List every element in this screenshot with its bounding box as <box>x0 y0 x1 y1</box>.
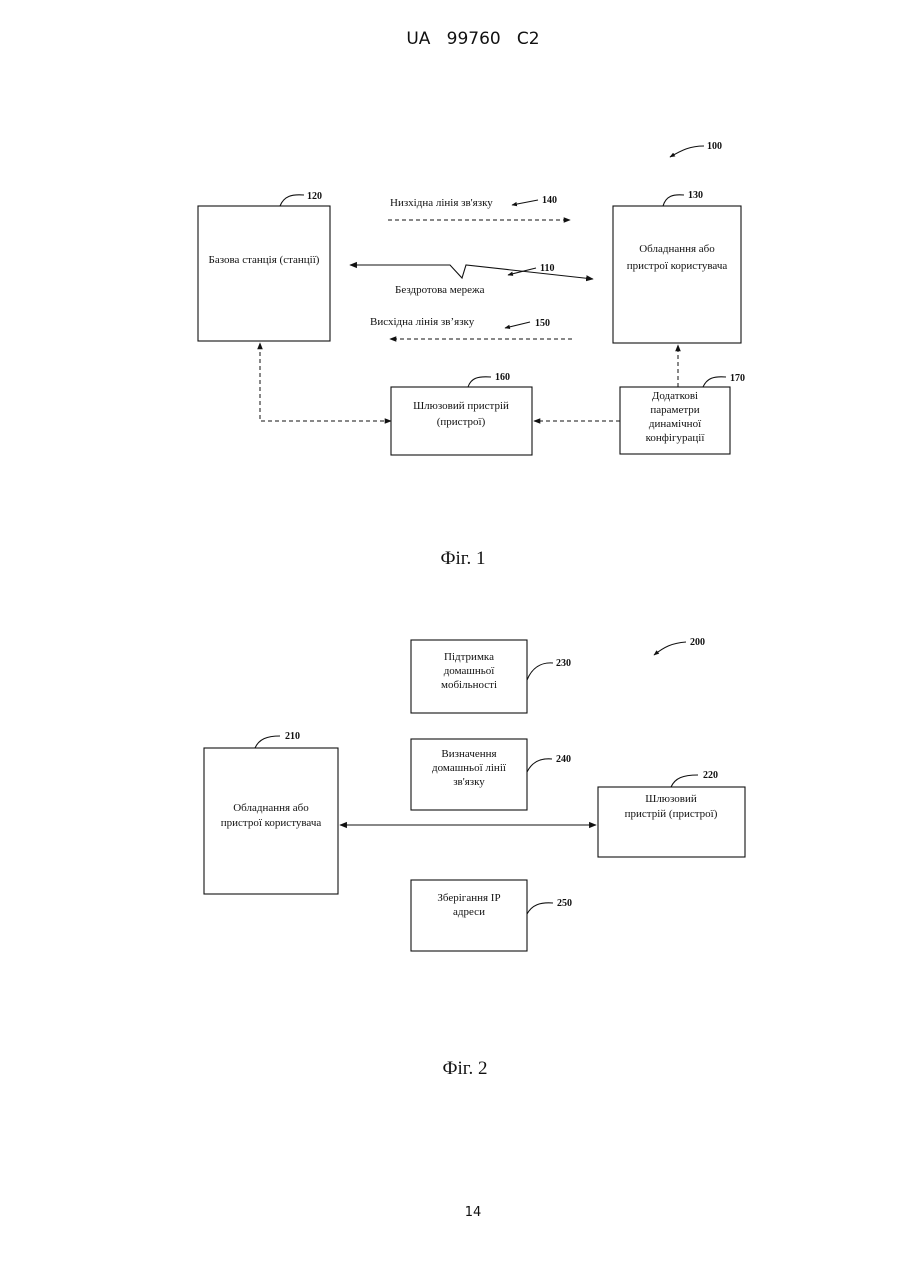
wireless-label: Бездротова мережа <box>395 284 485 296</box>
fig2-gateway-line2: пристрій (пристрої) <box>625 808 718 820</box>
gateway-label-line2: (пристрої) <box>437 416 486 428</box>
fig2-gateway-ref: 220 <box>703 770 718 781</box>
user-equipment-label-line1: Обладнання або <box>639 243 715 255</box>
wireless-network-link <box>350 265 593 279</box>
fig2-user-equipment-line2: пристрої користувача <box>221 817 322 829</box>
fig2-user-equipment-line1: Обладнання або <box>233 802 309 814</box>
downlink-ref: 140 <box>542 195 557 206</box>
uplink-ref: 150 <box>535 318 550 329</box>
ip-storage-ref-leader <box>527 903 553 914</box>
home-mobility-line2: домашньої <box>444 665 496 677</box>
fig2-ref-200-arrow <box>654 642 686 655</box>
dynamic-params-line4: конфігурації <box>646 432 706 444</box>
fig2-ref-200: 200 <box>690 637 705 648</box>
gateway-ref: 160 <box>495 372 510 383</box>
fig2-gateway-line1: Шлюзовий <box>645 793 697 805</box>
dynamic-params-line3: динамічної <box>649 418 702 430</box>
fig2-gateway-ref-leader <box>671 775 698 787</box>
home-link-line1: Визначення <box>441 748 496 760</box>
home-link-line3: зв'язку <box>453 776 485 788</box>
document-number: UA 99760 C2 <box>406 29 539 49</box>
home-mobility-ref-leader <box>527 663 553 680</box>
fig1-caption: Фіг. 1 <box>441 548 486 569</box>
gateway-ref-leader <box>468 377 491 387</box>
user-equipment-box <box>613 206 741 343</box>
ip-storage-line2: адреси <box>453 906 485 918</box>
fig2-caption: Фіг. 2 <box>443 1058 488 1079</box>
ip-storage-ref: 250 <box>557 898 572 909</box>
uplink-label: Висхідна лінія зв’язку <box>370 316 475 328</box>
dynamic-params-line2: параметри <box>650 404 699 416</box>
downlink-label: Низхідна лінія зв'язку <box>390 197 493 209</box>
base-station-ref: 120 <box>307 191 322 202</box>
fig2-user-equipment-ref: 210 <box>285 731 300 742</box>
user-equipment-ref: 130 <box>688 190 703 201</box>
dynamic-params-ref: 170 <box>730 373 745 384</box>
home-link-ref: 240 <box>556 754 571 765</box>
fig1-ref-100-arrow <box>670 146 704 157</box>
downlink-ref-arrow <box>512 200 538 205</box>
home-mobility-line3: мобільності <box>441 679 497 691</box>
page-number: 14 <box>465 1205 482 1220</box>
fig1-ref-100: 100 <box>707 141 722 152</box>
ip-storage-line1: Зберігання IP <box>437 892 500 904</box>
home-mobility-line1: Підтримка <box>444 651 494 663</box>
wireless-ref: 110 <box>540 263 554 274</box>
wireless-ref-arrow <box>508 268 536 275</box>
dynamic-params-line1: Додаткові <box>652 390 698 402</box>
figure-1: 100 Базова станція (станції) 120 Обладна… <box>198 141 745 569</box>
gateway-to-base-station-arrow <box>260 343 391 421</box>
home-link-ref-leader <box>527 759 552 772</box>
uplink-ref-arrow <box>505 322 530 328</box>
home-mobility-ref: 230 <box>556 658 571 669</box>
gateway-label-line1: Шлюзовий пристрій <box>413 400 509 412</box>
base-station-label: Базова станція (станції) <box>209 254 320 266</box>
fig2-user-equipment-ref-leader <box>255 736 280 748</box>
base-station-ref-leader <box>280 195 304 206</box>
dynamic-params-ref-leader <box>703 377 726 387</box>
home-link-line2: домашньої лінії <box>432 762 507 774</box>
user-equipment-ref-leader <box>663 195 684 206</box>
base-station-box <box>198 206 330 341</box>
user-equipment-label-line2: пристрої користувача <box>627 260 728 272</box>
figure-2: 200 Підтримка домашньої мобільності 230 … <box>204 637 745 1079</box>
